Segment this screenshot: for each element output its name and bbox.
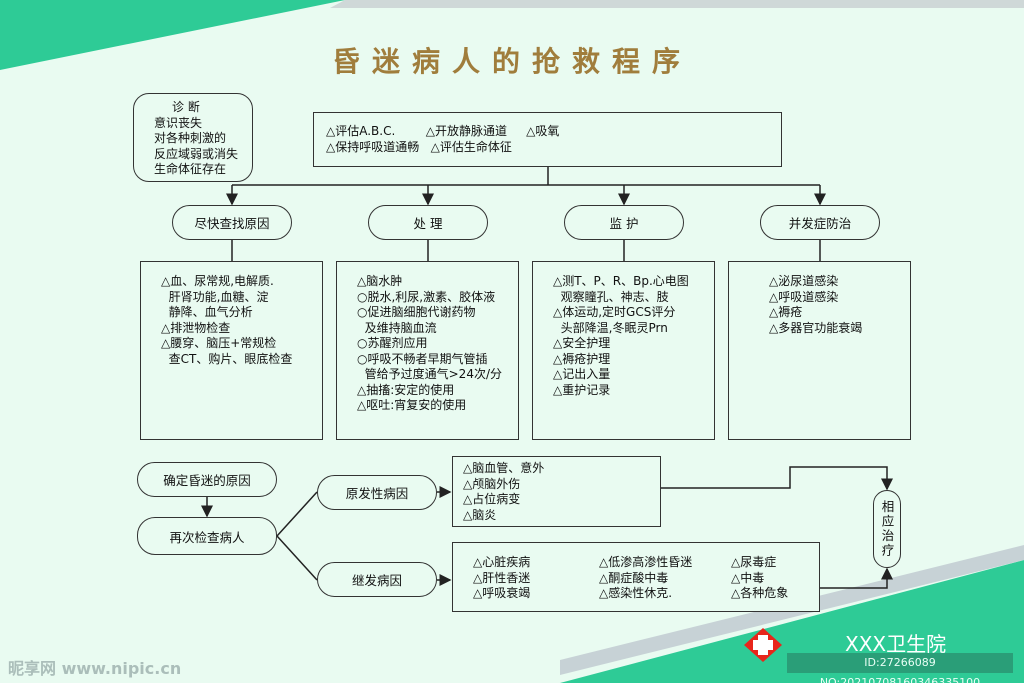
branch-item: △记出入量 [553, 367, 611, 381]
branch-item: △腰穿、脑压+常规检 [161, 336, 277, 350]
primary-cause-node: 原发性病因 [317, 475, 437, 510]
secondary-cause-item: △感染性休克. [599, 586, 673, 600]
initial-actions-box: △评估A.B.C. △开放静脉通道 △吸氧 △保持呼吸道通畅 △评估生命体征 [313, 112, 782, 167]
secondary-cause-item: △中毒 [731, 570, 765, 585]
diagnosis-line: 反应域弱或消失 [154, 146, 239, 161]
branch-item: ○促进脑细胞代谢药物 [357, 305, 476, 319]
diagnosis-line: 意识丧失 [154, 115, 203, 130]
branch-detail-box: △测T、P、R、Bp.心电图 观察瞳孔、神志、肢△体运动,定时GCS评分 头部降… [532, 261, 715, 440]
secondary-cause-item: △尿毒症 [731, 555, 777, 569]
branch-item: △安全护理 [553, 336, 611, 350]
initial-line: △保持呼吸道通畅 △评估生命体征 [326, 139, 512, 154]
branch-item: △呼吸道感染 [769, 289, 839, 304]
branch-item: 静降、血气分析 [161, 305, 253, 319]
secondary-cause-box: △心脏疾病△肝性香迷△呼吸衰竭 △低渗高渗性昏迷△酮症酸中毒△感染性休克. △尿… [452, 542, 820, 612]
corner-decor-bottom-right [560, 560, 1024, 683]
hospital-name: XXX卫生院 [845, 632, 947, 656]
branch-item: ○苏醒剂应用 [357, 336, 428, 350]
branch-node: 并发症防治 [760, 205, 880, 240]
branch-item: ○呼吸不畅者早期气管插 [357, 351, 488, 366]
primary-cause-item: △脑血管、意外 [463, 461, 545, 475]
branch-item: 及维持脑血流 [357, 320, 437, 335]
branch-item: 查CT、购片、眼底检查 [161, 351, 293, 366]
watermark: 昵享网 www.nipic.cn [8, 659, 182, 678]
branch-item: △脑水肿 [357, 274, 403, 288]
branch-item: △排泄物检查 [161, 320, 231, 335]
branch-item: △多器官功能衰竭 [769, 320, 863, 335]
branch-node: 尽快查找原因 [172, 205, 292, 240]
red-cross-logo-icon [744, 628, 782, 662]
treatment-node: 相应治疗 [873, 490, 901, 568]
primary-cause-box: △脑血管、意外 △颅脑外伤 △占位病变 △脑炎 [452, 456, 661, 527]
branch-detail-box: △脑水肿○脱水,利尿,激素、胶体液○促进脑细胞代谢药物 及维持脑血流○苏醒剂应用… [336, 261, 519, 440]
branch-item: △褥疮 [769, 305, 803, 319]
branch-item: 观察瞳孔、神志、肢 [553, 289, 669, 304]
secondary-cause-item: △呼吸衰竭 [473, 586, 531, 600]
branch-item: △褥疮护理 [553, 351, 611, 366]
secondary-cause-item: △酮症酸中毒 [599, 570, 669, 585]
primary-cause-item: △占位病变 [463, 492, 521, 506]
branch-item: 肝肾功能,血糖、淀 [161, 289, 269, 304]
secondary-cause-item: △肝性香迷 [473, 570, 531, 585]
branch-item: △抽搐:安定的使用 [357, 382, 455, 397]
branch-item: △体运动,定时GCS评分 [553, 305, 676, 319]
corner-decor-top-left [0, 0, 345, 70]
branch-item: 头部降温,冬眠灵Prn [553, 320, 668, 335]
diagnosis-line: 生命体征存在 [154, 162, 227, 176]
determine-cause-node: 确定昏迷的原因 [137, 462, 277, 497]
branch-item: △重护记录 [553, 382, 611, 397]
primary-cause-item: △脑炎 [463, 507, 497, 522]
secondary-cause-node: 继发病因 [317, 562, 437, 597]
branch-item: △血、尿常规,电解质. [161, 274, 274, 288]
recheck-patient-node: 再次检查病人 [137, 517, 277, 555]
branch-node: 监 护 [564, 205, 684, 240]
branch-item: △测T、P、R、Bp.心电图 [553, 274, 689, 288]
initial-line: △评估A.B.C. △开放静脉通道 △吸氧 [326, 124, 560, 138]
branch-item: △泌尿道感染 [769, 274, 839, 288]
branch-node: 处 理 [368, 205, 488, 240]
diagnosis-line: 对各种刺激的 [154, 131, 227, 145]
page-title: 昏迷病人的抢救程序 [331, 45, 692, 78]
branch-item: 管给予过度通气>24次/分 [357, 367, 502, 381]
secondary-cause-item: △低渗高渗性昏迷 [599, 555, 693, 569]
branch-item: ○脱水,利尿,激素、胶体液 [357, 289, 496, 304]
secondary-cause-item: △心脏疾病 [473, 555, 531, 569]
image-id: ID:27266089 NO:20210708160346335100 [787, 653, 1013, 683]
diagnosis-box: 诊 断 意识丧失 对各种刺激的 反应域弱或消失 生命体征存在 [133, 93, 253, 182]
branch-item: △呕吐:宵复安的使用 [357, 398, 467, 412]
primary-cause-item: △颅脑外伤 [463, 476, 521, 491]
diagnosis-heading: 诊 断 [172, 100, 200, 114]
branch-detail-box: △血、尿常规,电解质. 肝肾功能,血糖、淀 静降、血气分析△排泄物检查△腰穿、脑… [140, 261, 323, 440]
top-stripe [330, 0, 1024, 8]
secondary-cause-item: △各种危象 [731, 586, 789, 600]
branch-detail-box: △泌尿道感染△呼吸道感染△褥疮△多器官功能衰竭 [728, 261, 911, 440]
